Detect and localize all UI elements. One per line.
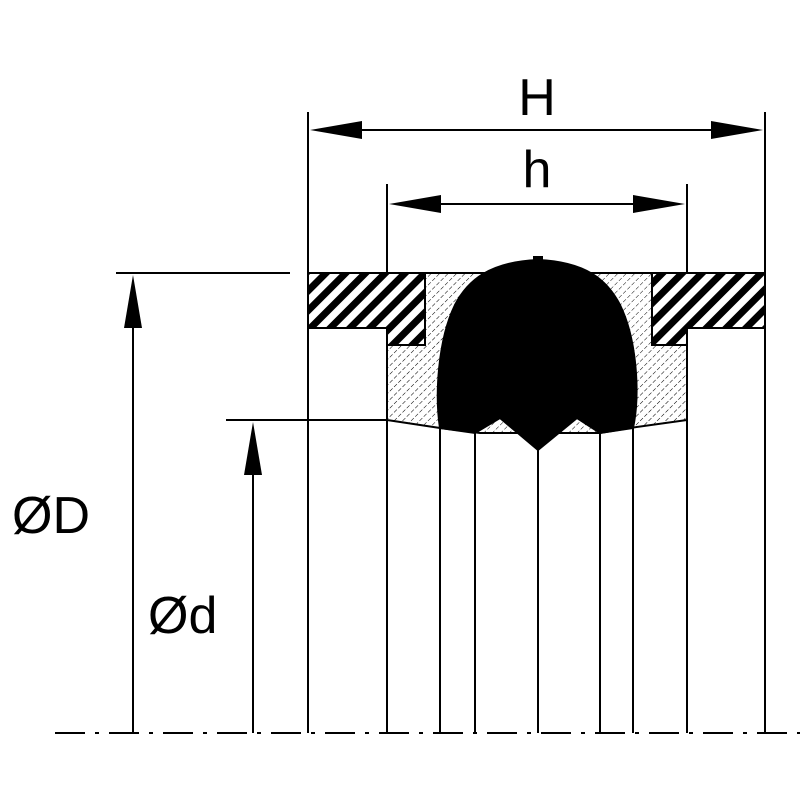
dimension-label-H: H [518, 69, 556, 127]
dome-nub [533, 256, 543, 264]
dimension-OD [116, 272, 290, 733]
seal-profile [307, 256, 766, 452]
dimension-label-OD: ØD [12, 487, 90, 545]
elastomer-dome [436, 258, 638, 452]
right-retainer-ring [651, 272, 766, 346]
dimension-label-h: h [523, 141, 552, 199]
left-retainer-ring [307, 272, 426, 346]
dimension-h [389, 195, 685, 213]
dimension-H [310, 121, 763, 139]
dimension-id [226, 419, 388, 733]
dimension-label-id: Ød [148, 587, 217, 645]
